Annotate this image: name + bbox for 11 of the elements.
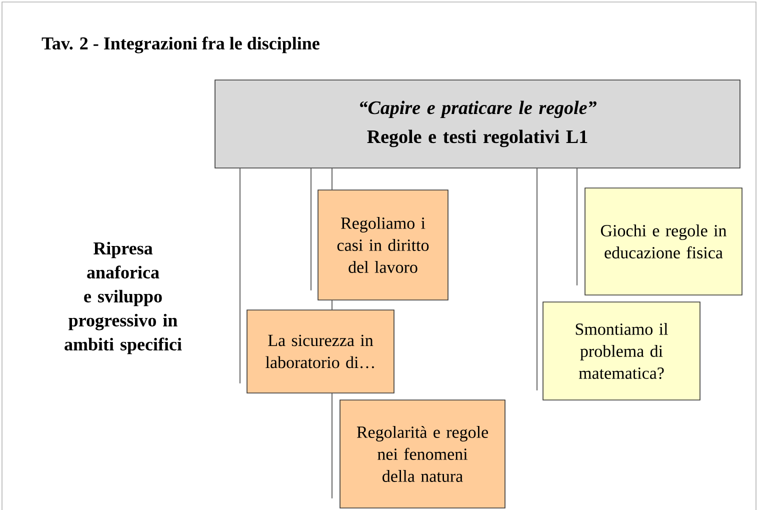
- topic-box: Giochi e regole in educazione fisica: [584, 188, 742, 296]
- topic-box: La sicurezza in laboratorio di…: [246, 310, 394, 394]
- topic-box: Regoliamo i casi in diritto del lavoro: [318, 190, 448, 300]
- connector-line: [576, 168, 578, 286]
- topic-box: Regolarità e regole nei fenomeni della natura: [340, 400, 506, 508]
- connector-line: [536, 168, 538, 391]
- heading-box: “Capire e praticare le regole” Regole e testi regolativi L1: [214, 80, 740, 168]
- title: Tav. 2 - Integrazioni fra le discipline: [42, 36, 320, 54]
- topic-box: Smontiamo il problema di matematica?: [542, 302, 700, 400]
- connector-line: [310, 168, 312, 291]
- side-note: Ripresa anaforica e sviluppo progressivo in ambiti specifici: [64, 242, 182, 354]
